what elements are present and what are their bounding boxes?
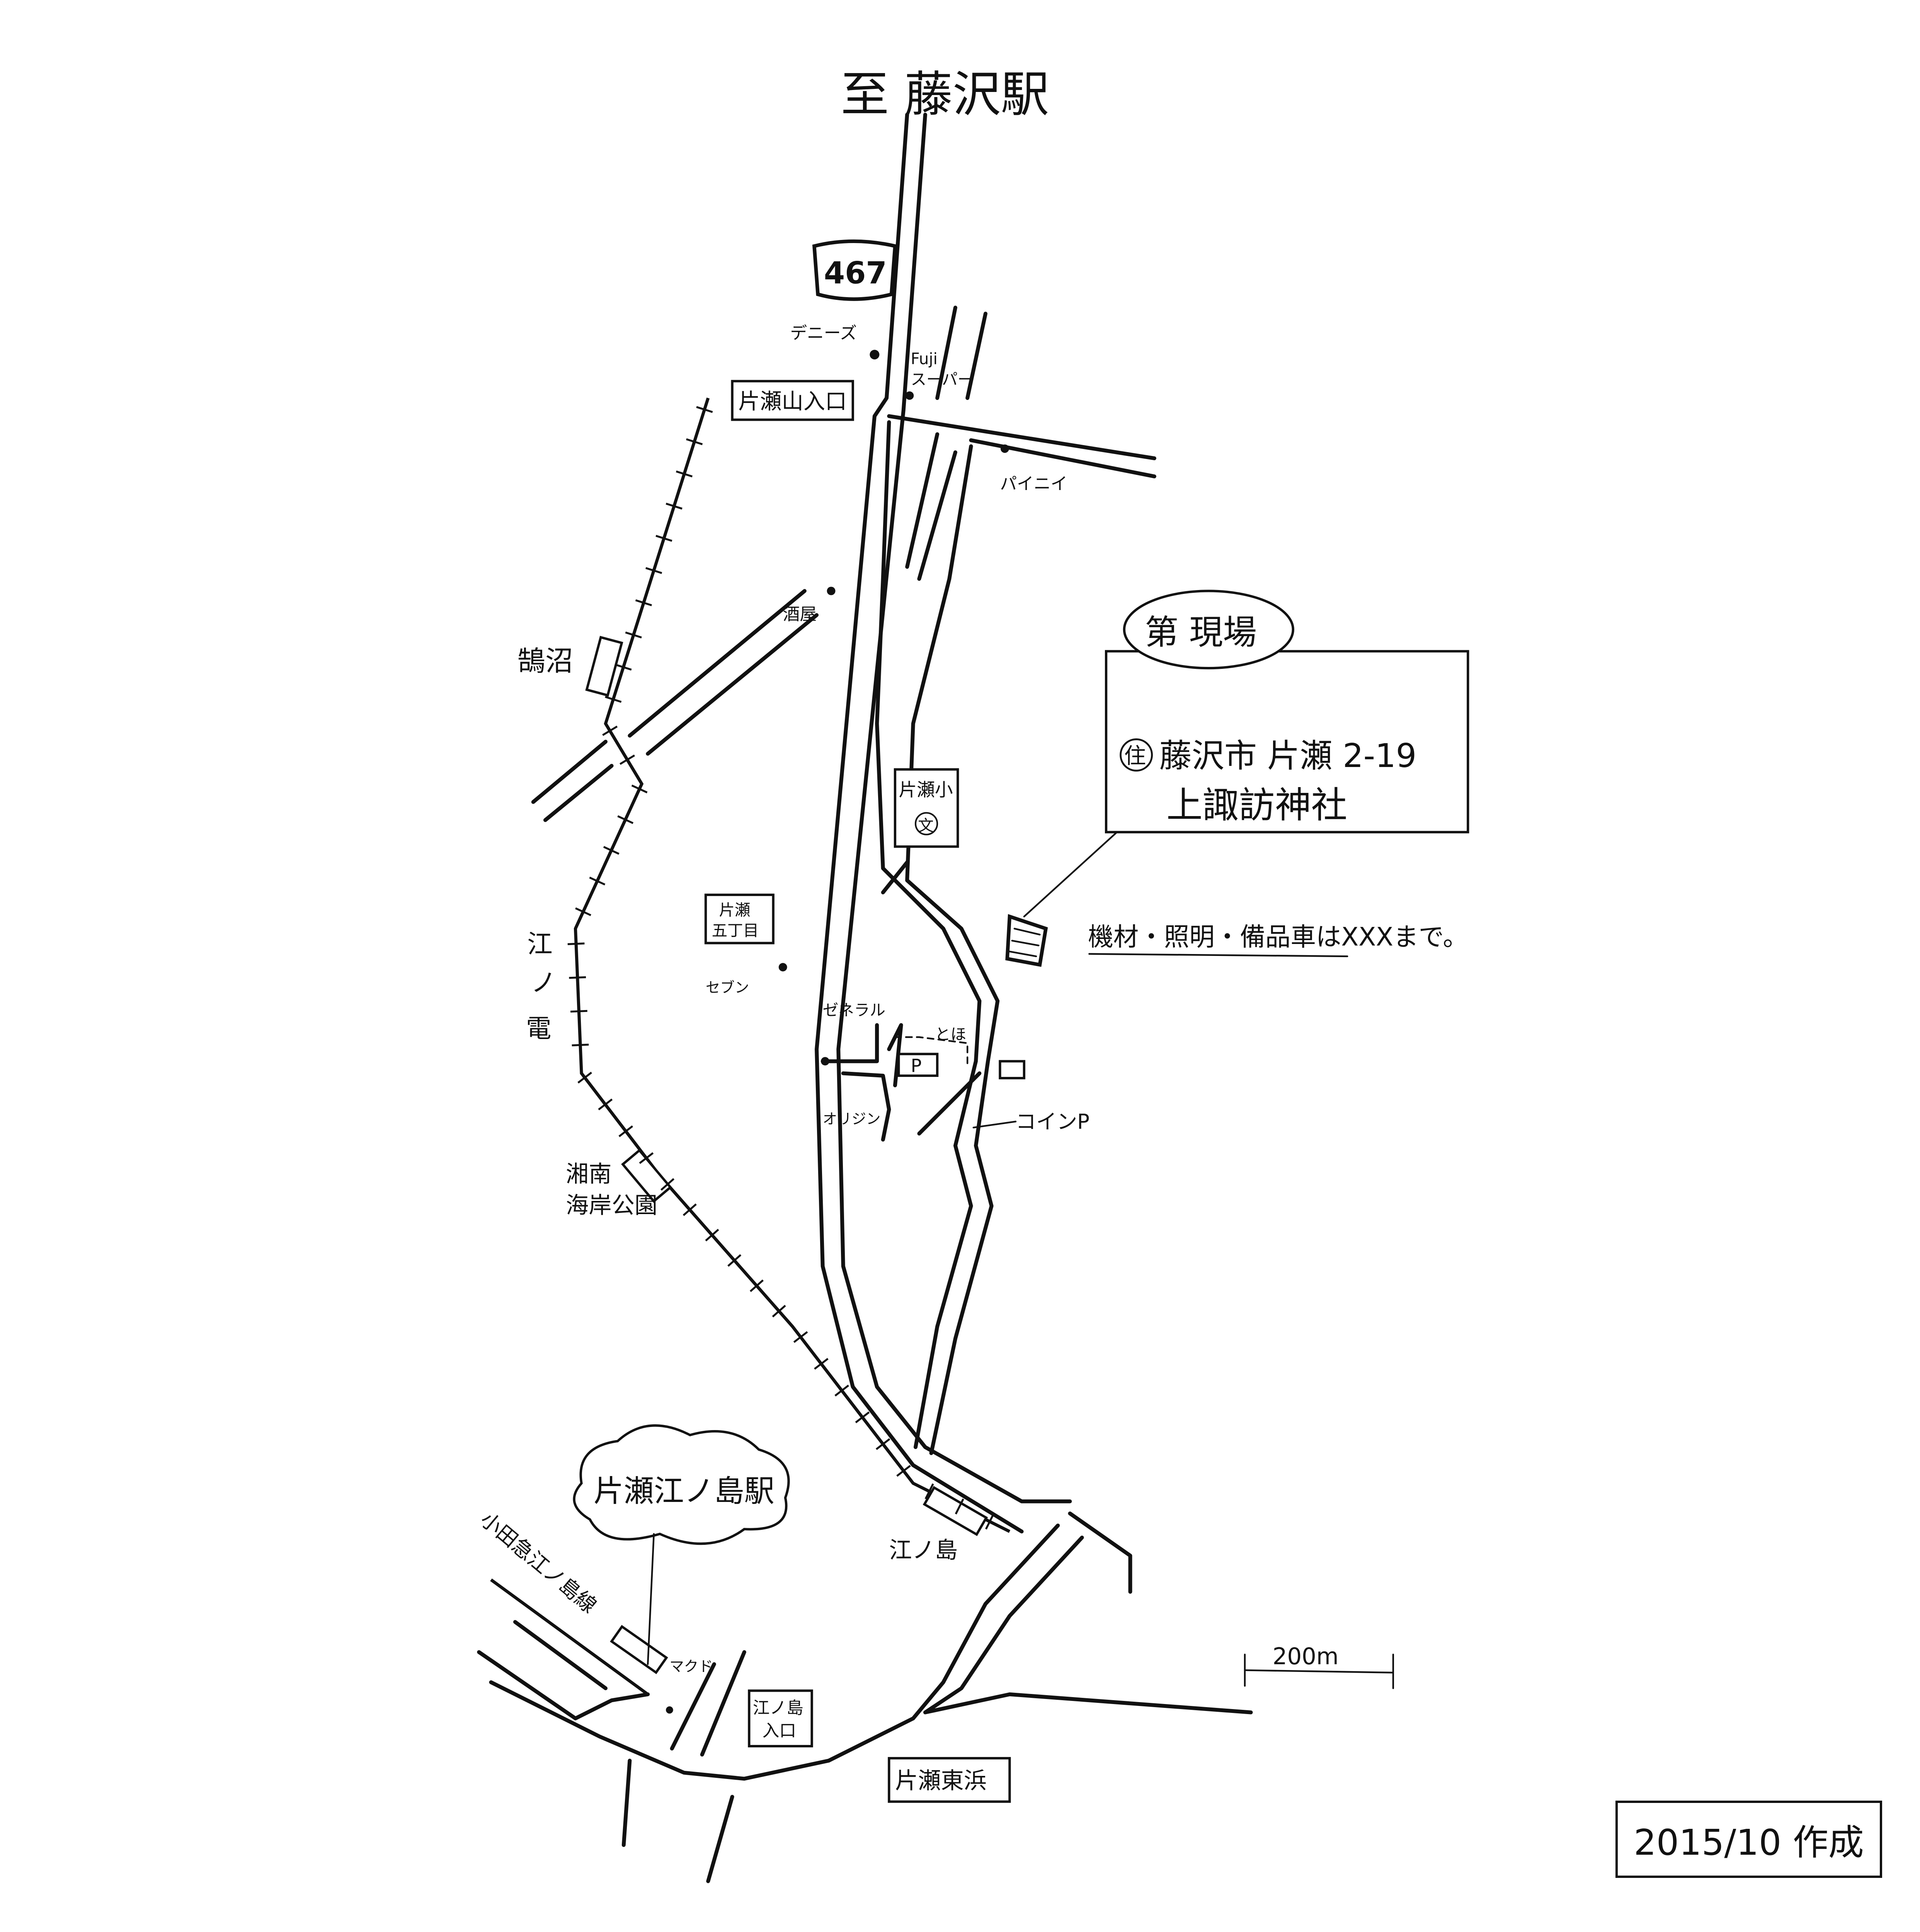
rail-tick xyxy=(639,1152,654,1164)
svg-text:467: 467 xyxy=(824,256,887,291)
label-general: ゼネラル xyxy=(823,1001,885,1019)
rail-tick xyxy=(727,1254,742,1267)
label-toho: とほ xyxy=(935,1025,966,1043)
label-katase-enoshima-station: 片瀬江ノ島駅 xyxy=(594,1474,774,1509)
rail-tick xyxy=(686,438,703,446)
rail-tick xyxy=(814,1358,829,1370)
rail-tick xyxy=(676,470,693,478)
rail-tick xyxy=(572,1044,589,1046)
parking-icon: P xyxy=(911,1056,922,1077)
rail-tick xyxy=(683,1203,697,1216)
rail-tick xyxy=(618,1125,633,1137)
svg-text:200m: 200m xyxy=(1273,1643,1339,1670)
rail-tick xyxy=(666,502,683,510)
rail-tick xyxy=(696,406,713,413)
rail-tick xyxy=(655,535,672,542)
label-katase-higashihama: 片瀬東浜 xyxy=(895,1767,987,1794)
label-enoden-3: 電 xyxy=(526,1014,551,1043)
label-coin-parking: コインP xyxy=(1016,1110,1089,1134)
label-enoden-2: ノ xyxy=(531,968,557,997)
road-route-467 xyxy=(815,112,1072,1534)
rail-tick xyxy=(855,1411,870,1423)
route-467-badge: 467 xyxy=(812,239,897,301)
rail-tick xyxy=(985,1514,994,1530)
rail-tick xyxy=(603,846,620,855)
label-5chome: 五丁目 xyxy=(712,921,759,940)
rail-tick xyxy=(631,784,648,794)
equipment-note: 機材・照明・備品車はXXXまで。 xyxy=(1088,922,1468,952)
site-marker xyxy=(1005,819,1131,967)
rail-tick xyxy=(660,1178,675,1191)
rail-tick xyxy=(602,725,618,736)
address-mark: 住 xyxy=(1124,744,1146,769)
label-origin: オリジン xyxy=(823,1111,881,1128)
rail-tick xyxy=(834,1384,849,1397)
rail-tick xyxy=(617,815,634,824)
label-katase: 片瀬 xyxy=(719,901,750,919)
label-mcdonalds: マクド xyxy=(669,1658,713,1675)
label-kugenuma: 鵠沼 xyxy=(517,645,573,677)
rail-tick xyxy=(635,599,652,606)
school-icon: 文 xyxy=(918,816,934,835)
rail-tick xyxy=(615,663,632,671)
rail-tick xyxy=(875,1438,890,1450)
rail-tick xyxy=(569,976,586,979)
label-odakyu-line: 小田急江ノ島線 xyxy=(476,1507,601,1618)
rail-tick xyxy=(575,907,591,916)
label-shonan: 湘南 xyxy=(566,1161,612,1187)
label-fuji-super: スーパー xyxy=(911,370,974,389)
label-enoden-1: 江 xyxy=(527,930,553,959)
roads-south xyxy=(477,1511,1253,1883)
rail-tick xyxy=(645,567,662,574)
site-address: 藤沢市 片瀬 2-19 xyxy=(1159,737,1416,775)
station-cloud xyxy=(573,1424,790,1545)
rail-tick xyxy=(924,1483,934,1500)
label-kaigan-koen: 海岸公園 xyxy=(566,1192,657,1219)
label-pioneer: パイニイ xyxy=(1000,474,1067,494)
rail-tick xyxy=(598,1099,613,1111)
label-katase-yama-iriguchi: 片瀬山入口 xyxy=(738,389,847,414)
label-sakaya: 酒屋 xyxy=(783,604,817,624)
label-iriguchi: 入口 xyxy=(763,1721,796,1741)
label-dennys: デニーズ xyxy=(790,323,857,343)
rail-tick xyxy=(772,1304,786,1318)
site-venue: 上諏訪神社 xyxy=(1166,784,1347,827)
label-fuji: Fuji xyxy=(911,350,938,368)
rail-tick xyxy=(793,1331,808,1343)
title-to-fujisawa-station: 至 藤沢駅 xyxy=(841,66,1049,122)
rail-tick xyxy=(620,754,635,765)
label-katase-elementary: 片瀬小 xyxy=(899,780,953,801)
rail-tick xyxy=(570,1010,587,1013)
rail-tick xyxy=(605,696,622,703)
rail-tick xyxy=(589,876,606,886)
label-enoshima: 江ノ島 xyxy=(753,1698,803,1718)
hand-drawn-map: 至 藤沢駅 467 xyxy=(476,66,1469,1883)
label-enoshima-station: 江ノ島 xyxy=(889,1537,958,1563)
site-info-box: 第 現場 住 藤沢市 片瀬 2-19 上諏訪神社 xyxy=(1105,590,1469,833)
side-streets xyxy=(531,306,988,1142)
enoden-railway xyxy=(574,397,1011,1536)
rail-tick xyxy=(705,1229,719,1242)
creation-date-box: 2015/10 作成 xyxy=(1615,1801,1882,1878)
label-seven-eleven: セブン xyxy=(706,979,749,996)
site-heading: 第 現場 xyxy=(1145,613,1257,652)
rail-tick xyxy=(896,1465,911,1477)
rail-tick xyxy=(577,1071,592,1084)
rail-tick xyxy=(955,1498,964,1515)
rail-ticks xyxy=(567,406,994,1530)
scale-bar: 200m xyxy=(1244,1643,1394,1689)
rail-tick xyxy=(749,1279,764,1292)
rail-tick xyxy=(625,631,642,639)
